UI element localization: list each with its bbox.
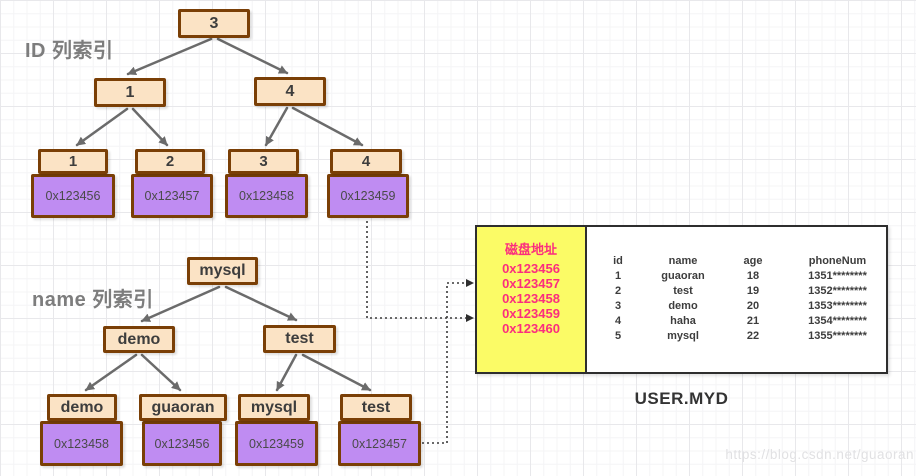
record-cell: 1355********	[808, 330, 867, 342]
record-cell: mysql	[667, 330, 699, 342]
record-cell: 18	[746, 270, 760, 282]
disk-address-column: 磁盘地址 0x123456 0x123457 0x123458 0x123459…	[477, 227, 587, 372]
disk-address: 0x123457	[502, 276, 560, 291]
name-leaf-key: demo	[47, 394, 117, 421]
record-cell: demo	[668, 300, 698, 312]
name-leaf-key: guaoran	[139, 394, 227, 421]
id-leaf-key: 3	[228, 149, 299, 174]
name-internal-node-demo: demo	[103, 326, 175, 353]
tree-edge	[275, 353, 298, 392]
record-cell: test	[673, 285, 693, 297]
user-myd-table: 磁盘地址 0x123456 0x123457 0x123458 0x123459…	[475, 225, 888, 374]
disk-address: 0x123460	[502, 321, 560, 336]
record-cell: 1354********	[808, 315, 867, 327]
disk-address: 0x123456	[502, 261, 560, 276]
tree-edge	[126, 37, 213, 76]
column-header: age	[743, 255, 763, 267]
column-header: id	[613, 255, 623, 267]
record-cell: 19	[746, 285, 760, 297]
record-cell: haha	[670, 315, 696, 327]
id-index-label: ID 列索引	[25, 40, 114, 62]
tree-edge	[291, 106, 364, 147]
id-leaf-address: 0x123456	[31, 174, 115, 218]
name-leaf-key: test	[340, 394, 412, 421]
table-row: 3 demo 20 1353********	[587, 299, 886, 314]
record-cell: 20	[746, 300, 760, 312]
id-internal-node-1: 1	[94, 78, 166, 107]
id-leaf-key: 1	[38, 149, 108, 174]
record-cell: 4	[614, 315, 622, 327]
id-leaf-address: 0x123457	[131, 174, 213, 218]
tree-edge	[84, 353, 138, 392]
disk-address: 0x123458	[502, 291, 560, 306]
disk-address: 0x123459	[502, 306, 560, 321]
pointer-name-0x123457	[422, 279, 474, 444]
column-header: name	[668, 255, 698, 267]
table-row: 2 test 19 1352********	[587, 284, 886, 299]
tree-edge	[301, 353, 372, 392]
name-leaf-address: 0x123458	[40, 421, 123, 466]
table-header-row: id name age phoneNum	[587, 254, 886, 269]
id-leaf-address: 0x123459	[327, 174, 409, 218]
tree-edge	[131, 107, 169, 147]
table-row: 4 haha 21 1354********	[587, 314, 886, 329]
record-cell: 1352********	[808, 285, 867, 297]
record-cell: 1351********	[808, 270, 867, 282]
name-index-label: name 列索引	[32, 289, 154, 311]
tree-edge	[264, 106, 289, 147]
column-header: phoneNum	[808, 255, 867, 267]
table-caption: USER.MYD	[634, 389, 729, 408]
record-cell: 21	[746, 315, 760, 327]
name-internal-node-test: test	[263, 325, 336, 353]
name-leaf-key: mysql	[238, 394, 310, 421]
id-leaf-key: 4	[330, 149, 402, 174]
tree-edge	[224, 285, 298, 322]
watermark: https://blog.csdn.net/guaoran	[725, 447, 914, 462]
name-leaf-address: 0x123456	[142, 421, 222, 466]
id-leaf-key: 2	[135, 149, 205, 174]
table-row: 5 mysql 22 1355********	[587, 329, 886, 344]
record-cell: 5	[614, 330, 622, 342]
table-row: 1 guaoran 18 1351********	[587, 269, 886, 284]
record-cell: 1	[614, 270, 622, 282]
name-leaf-address: 0x123459	[235, 421, 318, 466]
record-cell: 1353********	[808, 300, 867, 312]
name-leaf-address: 0x123457	[338, 421, 421, 466]
record-cell: guaoran	[661, 270, 705, 282]
id-root-node: 3	[178, 9, 250, 38]
record-cell: 3	[614, 300, 622, 312]
record-cell: 2	[614, 285, 622, 297]
records-panel: id name age phoneNum 1 guaoran 18 1351**…	[587, 227, 886, 372]
tree-edge	[216, 37, 289, 75]
disk-address-header: 磁盘地址	[504, 242, 557, 257]
id-internal-node-4: 4	[254, 77, 326, 106]
pointer-id-0x123459	[366, 221, 474, 322]
record-cell: 22	[746, 330, 760, 342]
tree-edge	[140, 353, 182, 392]
id-leaf-address: 0x123458	[225, 174, 308, 218]
name-root-node: mysql	[187, 257, 258, 285]
tree-edge	[75, 107, 129, 147]
